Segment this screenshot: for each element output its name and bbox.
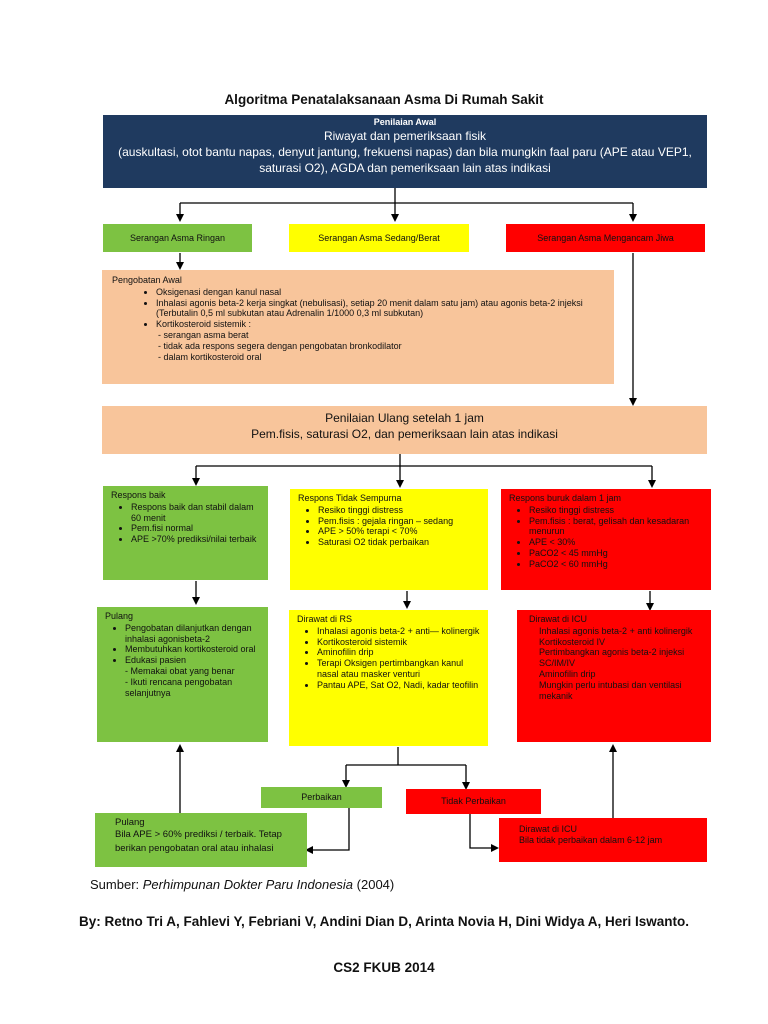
life-threatening-box: Serangan Asma Mengancam Jiwa	[506, 224, 705, 252]
treatment-item: Kortikosteroid sistemik :	[156, 319, 604, 330]
icu-item: Inhalasi agonis beta-2 + anti kolinergik	[539, 625, 693, 636]
icu-item: Mungkin perlu intubasi dan ventilasi mek…	[539, 679, 682, 701]
partial-header: Respons Tidak Sempurna	[298, 493, 402, 503]
reassessment-box: Penilaian Ulang setelah 1 jam Pem.fisis,…	[102, 406, 707, 454]
good-header: Respons baik	[111, 490, 166, 500]
good-item: Pem.fisi normal	[131, 523, 260, 534]
icu-item: Pertimbangkan agonis beta-2 injeksi SC/I…	[539, 647, 685, 669]
ward-item: Pantau APE, Sat O2, Nadi, kadar teofilin	[317, 680, 480, 691]
improvement-label: Perbaikan	[301, 792, 342, 802]
no-improvement-box: Tidak Perbaikan	[406, 789, 541, 814]
poor-item: Resiko tinggi distress	[529, 505, 703, 516]
treatment-header: Pengobatan Awal	[112, 275, 182, 285]
poor-item: PaCO2 < 60 mmHg	[529, 559, 703, 570]
treatment-extra-2: - dalam kortikosteroid oral	[158, 351, 262, 362]
reassess-line2: Pem.fisis, saturasi O2, dan pemeriksaan …	[251, 427, 558, 441]
icu-item: Aminofilin drip	[539, 668, 596, 679]
good-item: Respons baik dan stabil dalam 60 menit	[131, 502, 260, 524]
reassess-line1: Penilaian Ulang setelah 1 jam	[325, 411, 484, 425]
partial-response-box: Respons Tidak Sempurna Resiko tinggi dis…	[290, 489, 488, 590]
page-title: Algoritma Penatalaksanaan Asma Di Rumah …	[224, 92, 544, 107]
ward-item: Aminofilin drip	[317, 647, 480, 658]
treatment-extra-1: - tidak ada respons segera dengan pengob…	[158, 340, 402, 351]
home-subitem: Ikuti rencana pengobatan selanjutnya	[125, 677, 260, 699]
icu-header: Dirawat di ICU	[529, 614, 588, 624]
improvement-box: Perbaikan	[261, 787, 382, 808]
life-threatening-label: Serangan Asma Mengancam Jiwa	[537, 233, 674, 243]
source-italic: Perhimpunan Dokter Paru Indonesia	[142, 877, 354, 892]
arrow-noimprove-icu2	[469, 814, 499, 852]
ward-item: Terapi Oksigen pertimbangkan kanul nasal…	[317, 658, 480, 680]
home2-header: Pulang	[115, 817, 145, 828]
source-prefix: Sumber:	[90, 877, 143, 892]
treatment-item: Inhalasi agonis beta-2 kerja singkat (ne…	[156, 298, 604, 320]
organization: CS2 FKUB 2014	[333, 960, 435, 975]
partial-item: Saturasi O2 tidak perbaikan	[318, 537, 480, 548]
good-response-box: Respons baik Respons baik dan stabil dal…	[103, 486, 268, 580]
poor-response-box: Respons buruk dalam 1 jam Resiko tinggi …	[501, 489, 711, 590]
poor-header: Respons buruk dalam 1 jam	[509, 493, 622, 503]
mild-attack-box: Serangan Asma Ringan	[103, 224, 252, 252]
initial-assessment-box: Penilaian Awal Riwayat dan pemeriksaan f…	[103, 115, 707, 188]
icu-box: Dirawat di ICU Inhalasi agonis beta-2 + …	[517, 610, 711, 742]
ward-header: Dirawat di RS	[297, 614, 353, 624]
icu2-line2: Bila tidak perbaikan dalam 6-12 jam	[519, 834, 663, 845]
hospital-ward-box: Dirawat di RS Inhalasi agonis beta-2 + a…	[289, 610, 488, 746]
home-subitem: Memakai obat yang benar	[125, 666, 260, 677]
authors: By: Retno Tri A, Fahlevi Y, Febriani V, …	[79, 914, 689, 929]
initial-line2: (auskultasi, otot bantu napas, denyut ja…	[118, 144, 692, 175]
home-item: Membutuhkan kortikosteroid oral	[125, 644, 260, 655]
moderate-attack-label: Serangan Asma Sedang/Berat	[318, 233, 440, 243]
initial-header: Penilaian Awal	[373, 117, 437, 127]
treatment-subitem: serangan asma berat	[158, 330, 604, 341]
discharge-condition-box: Pulang Bila APE > 60% prediksi / terbaik…	[95, 813, 307, 867]
good-item: APE >70% prediksi/nilai terbaik	[131, 534, 260, 545]
ward-item: Inhalasi agonis beta-2 + anti— kolinergi…	[317, 626, 480, 637]
arrow-improve-home2	[305, 808, 350, 854]
moderate-attack-box: Serangan Asma Sedang/Berat	[289, 224, 469, 252]
treatment-item: Oksigenasi dengan kanul nasal	[156, 287, 604, 298]
partial-item: Pem.fisis : gejala ringan – sedang	[318, 516, 480, 527]
source-suffix: (2004)	[353, 877, 395, 892]
initial-treatment-box: Pengobatan Awal Oksigenasi dengan kanul …	[102, 270, 614, 384]
mild-attack-label: Serangan Asma Ringan	[129, 233, 226, 243]
discharge-box: Pulang Pengobatan dilanjutkan dengan inh…	[97, 607, 268, 742]
source-citation: Sumber: Perhimpunan Dokter Paru Indonesi…	[90, 877, 394, 892]
partial-item: APE > 50% terapi < 70%	[318, 526, 480, 537]
poor-item: APE < 30%	[529, 537, 703, 548]
home-item: Pengobatan dilanjutkan dengan inhalasi a…	[125, 623, 260, 645]
home2-line1: Bila APE > 60% prediksi / terbaik. Tetap…	[115, 829, 282, 855]
icu-item: Kortikosteroid IV	[539, 636, 606, 647]
icu-condition-box: Dirawat di ICU Bila tidak perbaikan dala…	[499, 818, 707, 862]
icu2-line1: Dirawat di ICU	[519, 824, 578, 834]
ward-item: Kortikosteroid sistemik	[317, 637, 480, 648]
partial-item: Resiko tinggi distress	[318, 505, 480, 516]
poor-item: PaCO2 < 45 mmHg	[529, 548, 703, 559]
home-item: Edukasi pasien	[125, 655, 260, 666]
initial-line1: Riwayat dan pemeriksaan fisik	[323, 128, 487, 143]
poor-item: Pem.fisis : berat, gelisah dan kesadaran…	[529, 516, 703, 538]
home-header: Pulang	[105, 611, 134, 621]
no-improvement-label: Tidak Perbaikan	[441, 796, 506, 806]
